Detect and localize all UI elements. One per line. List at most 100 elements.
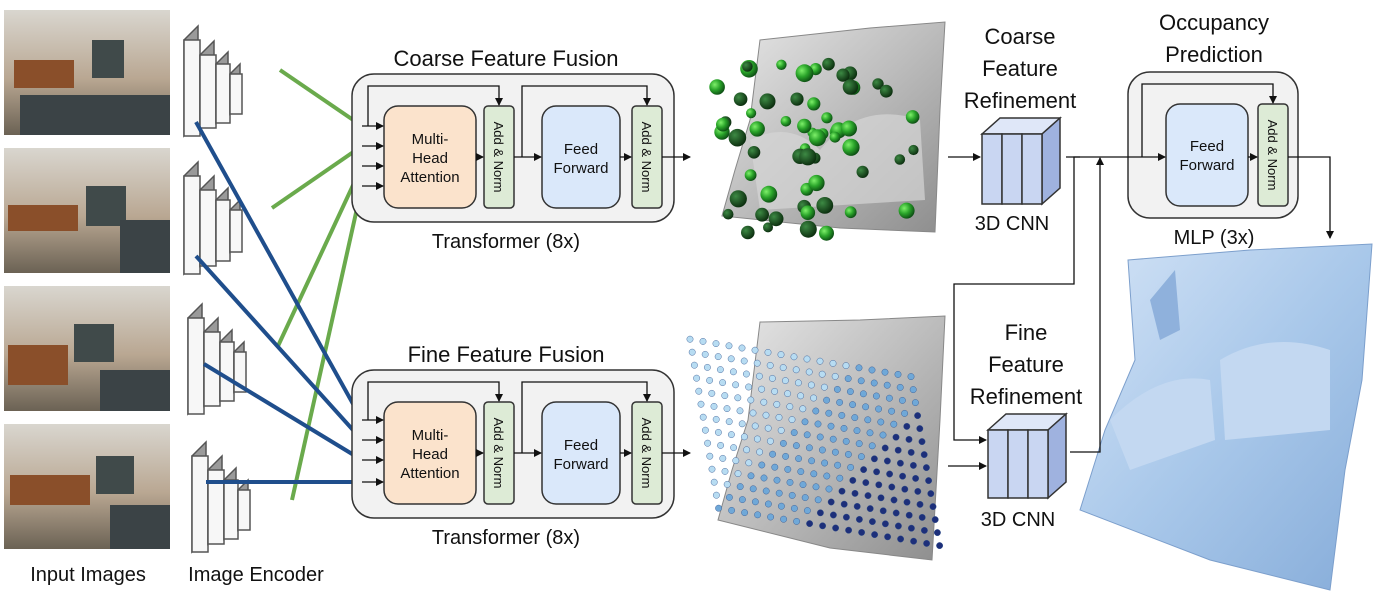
occupancy-addnorm-label: Add & Norm <box>1265 120 1280 191</box>
coarse-addnorm-1-label: Add & Norm <box>491 122 506 193</box>
coarse-point <box>836 68 850 82</box>
fine-point <box>840 500 848 508</box>
coarse-point <box>808 174 825 192</box>
coarse-point <box>722 208 734 220</box>
fine-addnorm-1-label: Add & Norm <box>491 418 506 489</box>
fine-point <box>699 337 707 345</box>
fine-mha-line2: Head <box>412 446 448 463</box>
fine-point <box>712 415 720 423</box>
fine-point <box>879 431 887 439</box>
fine-point <box>927 490 935 497</box>
encoder-stack-4 <box>191 440 251 554</box>
fine-point <box>741 509 748 516</box>
fine-point <box>879 507 887 515</box>
fine-point <box>745 383 752 391</box>
coarse-point <box>760 185 778 203</box>
fine-point <box>806 520 813 527</box>
fine-point <box>823 472 831 480</box>
coarse-point <box>905 110 920 124</box>
fine-point <box>892 433 900 441</box>
fine-point <box>853 502 861 510</box>
fine-point <box>818 370 826 378</box>
fine-point <box>749 409 757 417</box>
fine-point <box>908 524 915 532</box>
coarse-point <box>763 222 773 233</box>
coarse-point <box>879 84 893 98</box>
coarse-point <box>872 78 884 90</box>
fine-point <box>734 394 742 402</box>
fine-point <box>738 344 746 352</box>
fine-point <box>777 426 785 434</box>
encoder-stack-3 <box>187 302 247 416</box>
fine-point <box>775 413 783 421</box>
fine-point <box>851 414 859 421</box>
fine-point <box>842 362 850 369</box>
coarse-point <box>768 211 784 227</box>
coarse-refine-line1: Coarse <box>985 24 1056 49</box>
fine-point <box>868 442 876 450</box>
fine-point <box>877 494 885 502</box>
coarse-point <box>746 108 757 119</box>
fine-point <box>805 368 813 376</box>
fine-point <box>816 357 824 365</box>
fine-point <box>699 413 707 421</box>
fine-point <box>821 459 828 467</box>
fine-point <box>695 387 703 395</box>
fine-point <box>758 385 765 393</box>
fine-point <box>810 394 817 402</box>
fine-point <box>753 359 761 367</box>
fine-point <box>847 463 854 471</box>
fine-feature-points <box>686 335 943 549</box>
coarse-ff-line2: Forward <box>553 160 608 177</box>
occupancy-addnorm <box>1257 103 1289 207</box>
fine-point <box>899 472 906 480</box>
fine-point <box>779 364 787 371</box>
fine-point <box>875 405 882 413</box>
coarse-links <box>270 68 364 501</box>
fine-point <box>747 396 755 404</box>
occupancy-ff-line1: Feed <box>1190 138 1224 155</box>
fine-point <box>829 359 837 367</box>
fine-refine-line3: Refinement <box>970 384 1083 409</box>
coarse-point <box>800 205 816 220</box>
fine-point <box>727 355 735 363</box>
fine-point <box>921 527 928 534</box>
coarse-point <box>733 92 748 106</box>
occupancy-ff-block <box>1165 103 1249 207</box>
fine-point <box>817 509 824 517</box>
fine-refine-line2: Feature <box>988 352 1064 377</box>
coarse-point <box>741 225 755 240</box>
fine-point <box>819 446 826 454</box>
fine-point <box>734 470 742 477</box>
coarse-point <box>799 220 817 238</box>
fine-point <box>866 429 874 437</box>
fine-point <box>782 452 789 460</box>
fine-point <box>715 428 722 436</box>
coarse-addnorm-2-label: Add & Norm <box>639 122 654 193</box>
fine-point <box>907 373 915 380</box>
fine-point <box>786 478 794 486</box>
fine-point <box>743 446 750 454</box>
fine-point <box>760 474 768 482</box>
coarse-point <box>749 121 765 137</box>
fine-point <box>851 489 859 497</box>
fine-point <box>714 353 722 360</box>
fine-point <box>836 474 844 482</box>
fine-point <box>808 381 815 389</box>
fine-point <box>715 504 722 512</box>
coarse-point <box>842 138 860 156</box>
fine-point <box>827 498 835 506</box>
fine-point <box>758 461 766 469</box>
fine-point <box>778 502 785 510</box>
fine-point <box>857 377 865 385</box>
fine-point <box>831 372 839 380</box>
occupancy-line2: Prediction <box>1165 42 1263 67</box>
fine-point <box>834 385 841 393</box>
fine-point <box>756 448 763 456</box>
fine-point <box>732 457 740 464</box>
fine-point <box>886 470 893 478</box>
fine-point <box>836 398 843 406</box>
fine-point <box>866 505 874 512</box>
fine-point <box>777 351 785 358</box>
fine-point <box>855 364 863 372</box>
